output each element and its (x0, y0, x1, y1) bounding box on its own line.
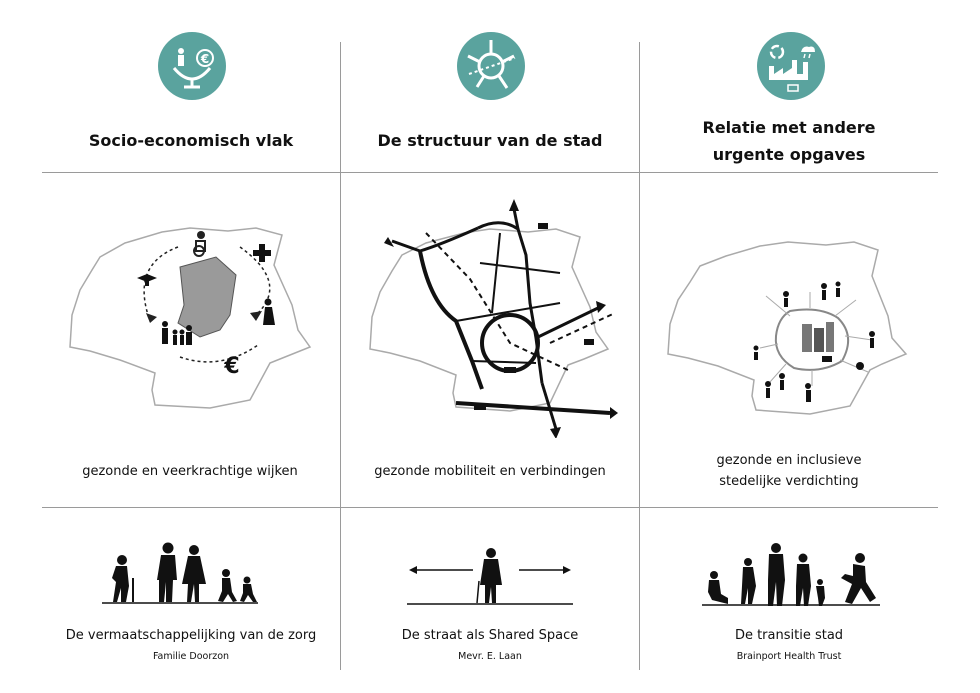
caption-line: gezonde mobiliteit en verbindingen (374, 464, 606, 479)
column-1-heading: Socio-economisch vlak (61, 127, 321, 154)
caption-line: gezonde en veerkrachtige wijken (82, 464, 298, 479)
row-divider-top (42, 172, 938, 173)
column-3-bottom-title: De transitie stad (734, 628, 844, 643)
heading-line: Relatie met andere (702, 118, 876, 137)
column-divider-1 (340, 42, 341, 670)
neighbourhood-care-map: € (69, 227, 312, 409)
column-3-bottom-subtitle: Brainport Health Trust (736, 651, 842, 662)
row-divider-bottom (42, 507, 938, 508)
column-3-caption: gezonde en inclusieve stedelijke verdich… (649, 450, 929, 492)
column-1-caption: gezonde en veerkrachtige wijken (50, 461, 330, 482)
recycle-factory-icon (757, 32, 825, 100)
column-2-bottom-subtitle: Mevr. E. Laan (458, 651, 522, 662)
heading-line: Socio-economisch vlak (88, 131, 294, 150)
city-structure-icon (457, 32, 525, 100)
euro-symbol: € (223, 354, 239, 379)
mobility-network-map (369, 199, 618, 438)
column-2-bottom-title: De straat als Shared Space (401, 628, 579, 643)
column-3-heading: Relatie met andere urgente opgaves (659, 114, 919, 168)
family-silhouettes (102, 542, 258, 604)
scale-person-euro-icon: € (158, 32, 226, 100)
shared-space-street (407, 548, 573, 605)
caption-line: gezonde en inclusieve (716, 453, 862, 468)
heading-line: De structuur van de stad (377, 131, 603, 150)
column-1-bottom-title: De vermaatschappelijking van de zorg (65, 628, 317, 643)
column-1-bottom-subtitle: Familie Doorzon (152, 651, 230, 662)
svg-text:€: € (200, 52, 209, 66)
caption-line: stedelijke verdichting (719, 474, 859, 489)
column-2-caption: gezonde mobiliteit en verbindingen (350, 461, 630, 482)
transition-city-silhouettes (702, 543, 880, 606)
heading-line: urgente opgaves (712, 145, 866, 164)
column-divider-2 (639, 42, 640, 670)
column-2-heading: De structuur van de stad (360, 127, 620, 154)
urban-densification-map (667, 241, 908, 415)
